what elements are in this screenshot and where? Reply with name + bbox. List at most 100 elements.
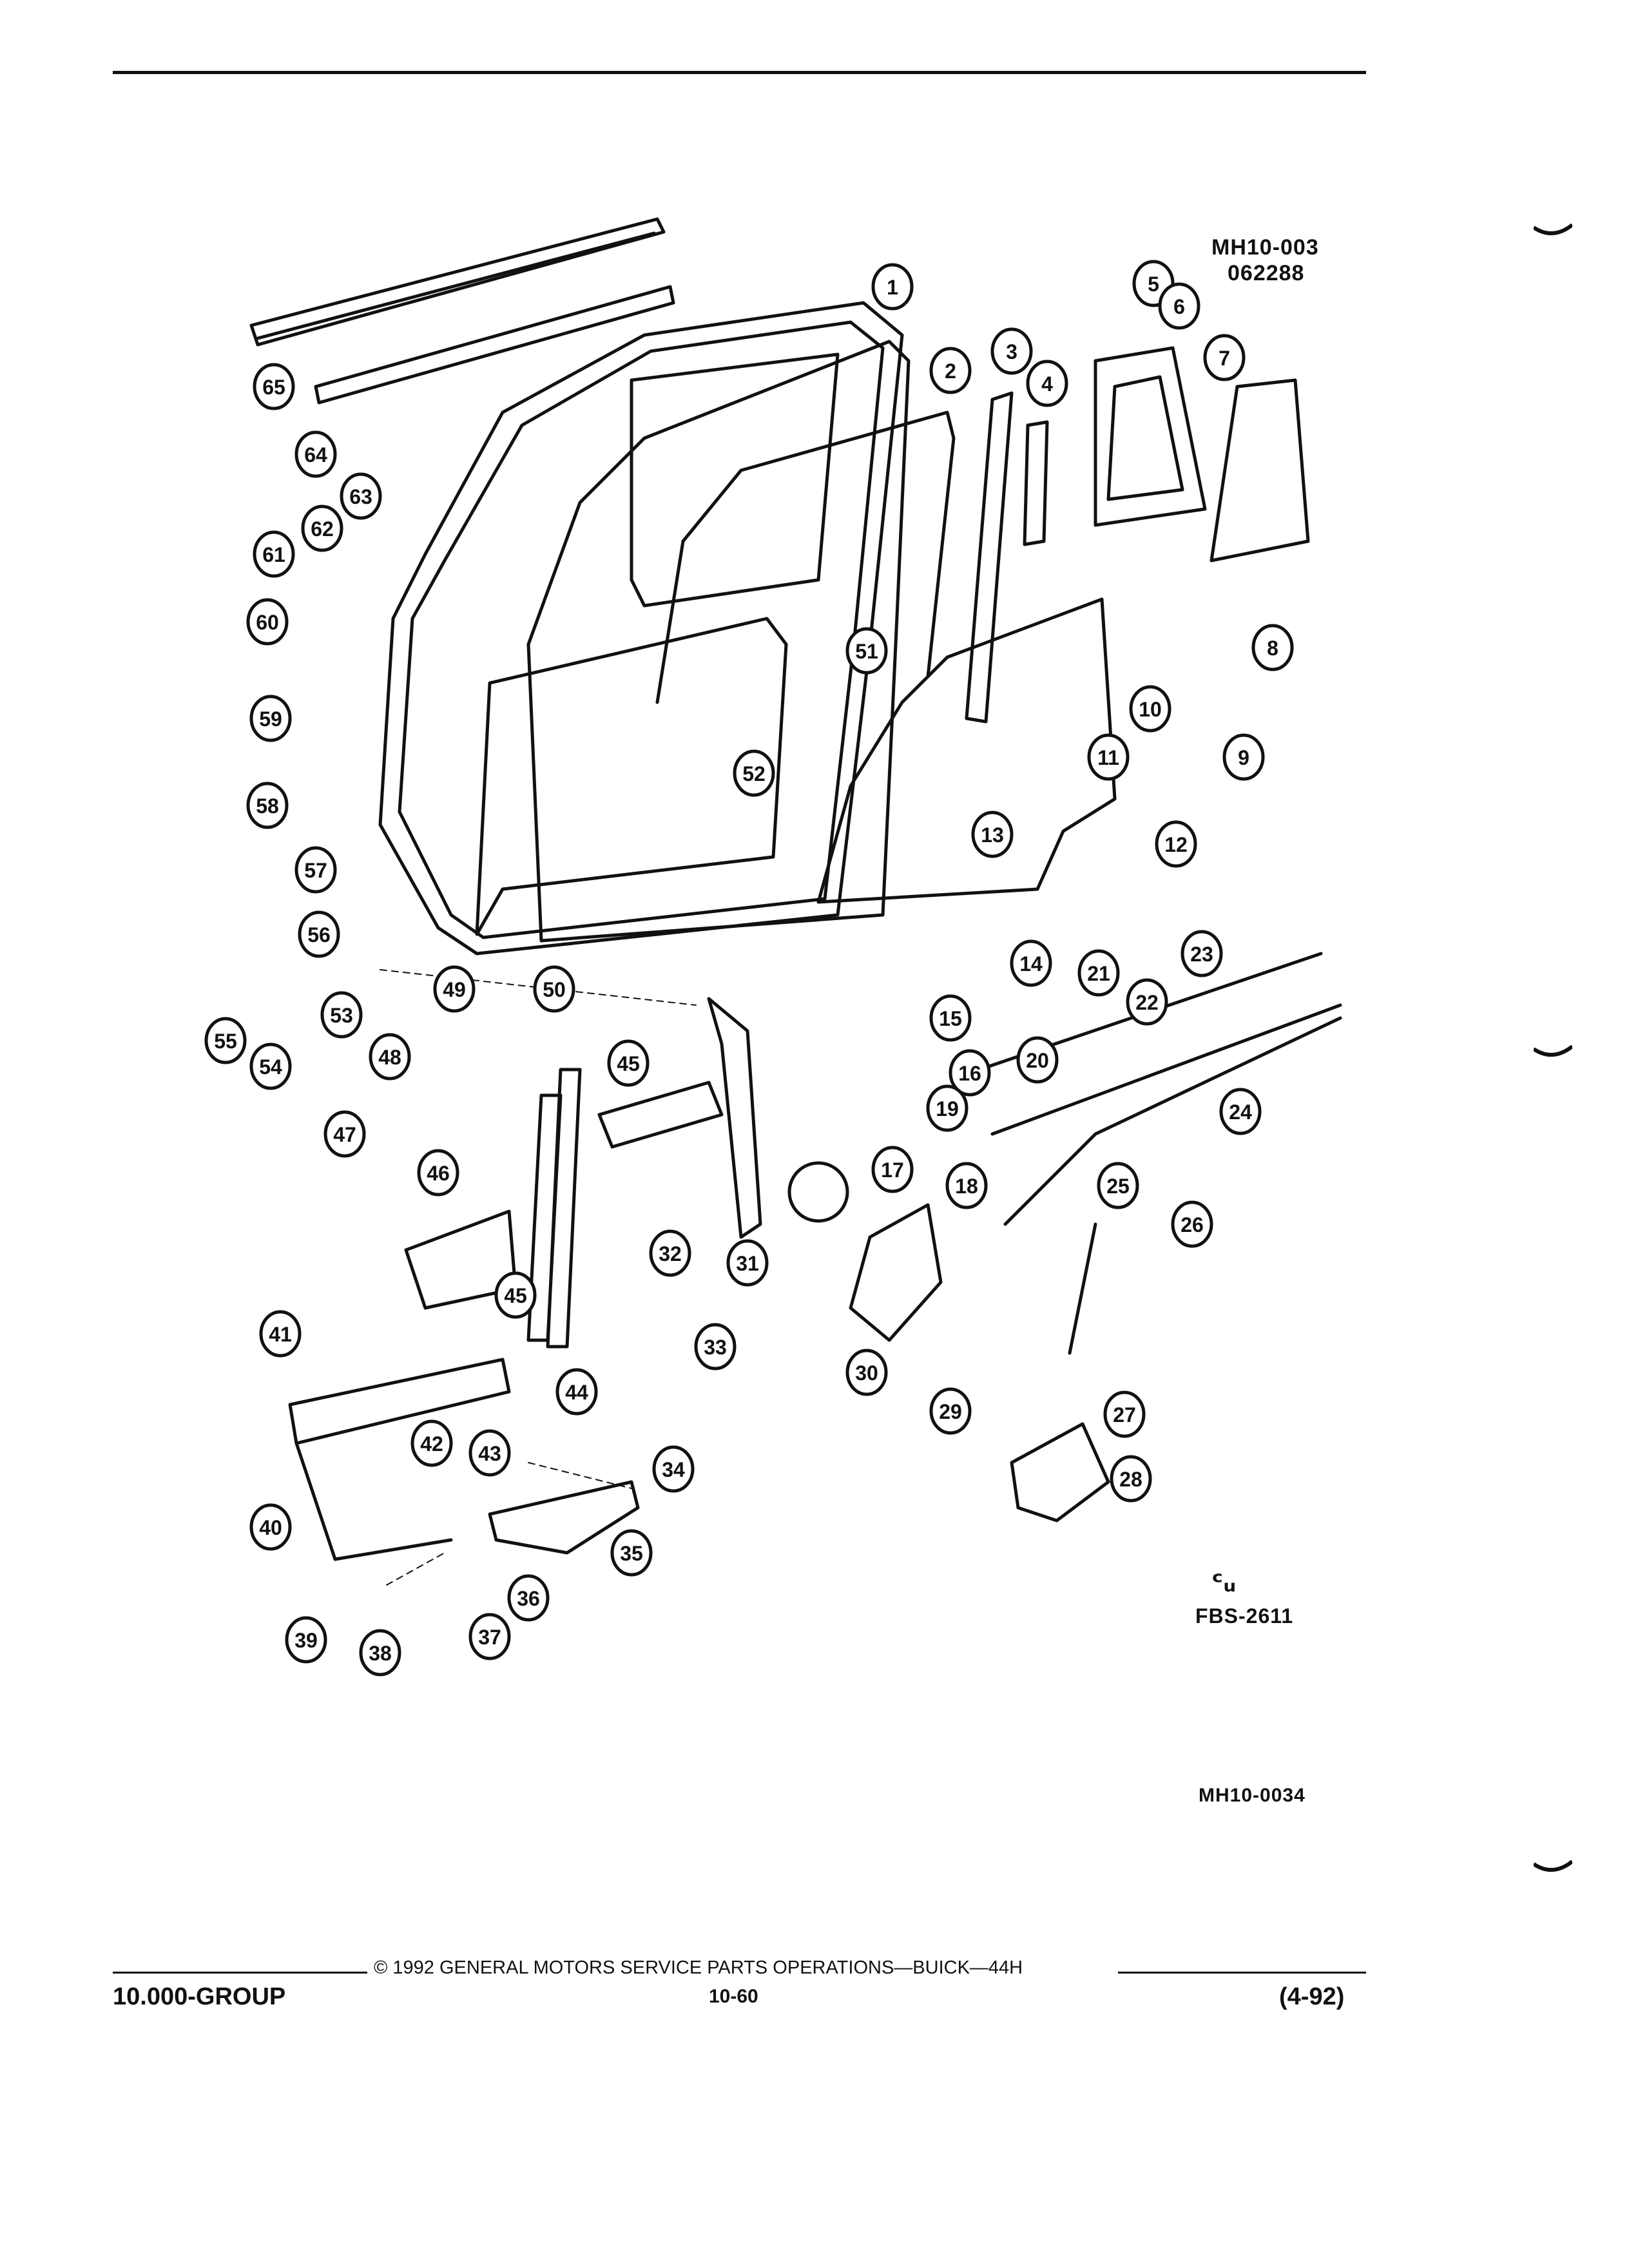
callout-56: 56 [298,910,340,958]
callout-label: 31 [736,1252,759,1275]
callout-2: 2 [929,347,972,394]
callout-label: 45 [504,1284,527,1307]
callout-30: 30 [845,1349,888,1396]
callout-label: 30 [855,1361,878,1385]
callout-51: 51 [845,627,888,675]
lock-cable [1003,1016,1342,1226]
callout-27: 27 [1103,1390,1146,1438]
callout-14: 14 [1010,939,1052,987]
callout-label: 39 [294,1629,318,1652]
callout-5: 5 [1132,260,1175,307]
callout-label: 29 [939,1400,962,1423]
callout-label: 36 [517,1587,540,1610]
callout-57: 57 [294,846,337,894]
callout-26: 26 [1171,1200,1213,1248]
callout-label: 43 [478,1442,501,1465]
callout-10: 10 [1129,685,1171,733]
callout-33: 33 [694,1323,737,1370]
door-frame [378,301,904,956]
callout-65: 65 [253,363,295,410]
callout-48: 48 [369,1033,411,1081]
callout-label: 45 [617,1052,640,1075]
callout-62: 62 [301,505,343,552]
callout-40: 40 [249,1503,292,1551]
callout-41: 41 [259,1310,302,1358]
callout-label: 41 [269,1323,292,1346]
callout-60: 60 [246,598,289,646]
callout-label: 64 [304,443,327,466]
callout-label: 24 [1229,1100,1252,1124]
vent-glass [1210,378,1310,562]
callout-61: 61 [253,530,295,578]
callout-label: 55 [214,1030,237,1053]
callout-label: 47 [333,1123,356,1146]
callout-3: 3 [990,327,1033,375]
callout-label: 21 [1087,962,1110,985]
inside-handle [488,1480,640,1555]
logo-code: FBS-2611 [1195,1604,1294,1628]
callout-label: 59 [259,707,282,731]
callout-label: 19 [936,1097,959,1120]
callout-label: 26 [1181,1213,1204,1236]
callout-label: 44 [565,1381,588,1404]
group-label: 10.000-GROUP [113,1983,286,2010]
callout-45: 45 [494,1271,537,1319]
cu-logo-mark: ᶜᵤ [1211,1566,1237,1599]
callout-label: 1 [887,276,898,299]
callout-35: 35 [610,1529,653,1577]
figure-code: MH10-0034 [1199,1785,1306,1806]
callout-label: 42 [420,1432,443,1456]
callout-58: 58 [246,782,289,829]
callout-label: 58 [256,794,279,818]
callout-label: 37 [478,1626,501,1649]
callout-label: 20 [1026,1049,1049,1072]
callout-29: 29 [929,1387,972,1435]
callout-label: 49 [443,978,466,1001]
page-number: 10-60 [709,1986,758,2007]
callout-label: 14 [1019,952,1043,975]
callout-12: 12 [1155,820,1197,868]
callout-23: 23 [1181,930,1223,977]
copyright-line: © 1992 GENERAL MOTORS SERVICE PARTS OPER… [374,1957,1023,1978]
callout-38: 38 [359,1629,401,1677]
callout-32: 32 [649,1229,691,1277]
callout-label: 7 [1219,347,1230,370]
callout-label: 46 [427,1162,450,1185]
callout-label: 34 [662,1458,685,1481]
door-weatherstrip [526,340,956,943]
upper-channel-rail [249,217,666,347]
exploded-door-parts-diagram: 1234567891011121314151617181920212223242… [204,217,1342,1677]
reference-code: MH10-003 [1211,235,1319,260]
callout-label: 8 [1267,637,1278,660]
callout-11: 11 [1087,733,1130,781]
callout-64: 64 [294,430,337,478]
callout-label: 2 [945,360,956,383]
callout-label: 51 [855,640,878,663]
callout-label: 57 [304,859,327,882]
callout-9: 9 [1222,733,1265,781]
callout-16: 16 [949,1049,991,1097]
callout-label: 63 [349,485,372,508]
scan-mark [1534,223,1572,236]
callout-label: 6 [1173,295,1185,318]
scan-mark [1534,1860,1572,1872]
callout-label: 65 [262,376,285,399]
callout-label: 48 [378,1046,401,1069]
regulator-gear [787,1161,849,1223]
callout-label: 25 [1106,1175,1130,1198]
callout-label: 54 [259,1055,282,1079]
regulator-sector-gear [597,1081,724,1149]
callout-53: 53 [320,991,363,1039]
callout-63: 63 [340,472,382,520]
window-regulator-track [526,1068,582,1349]
window-regulator-arm [707,997,762,1239]
callout-label: 10 [1139,698,1162,721]
reference-date: 062288 [1228,261,1305,285]
latch-rod [1068,1222,1097,1355]
vent-frame [1094,346,1207,527]
callout-55: 55 [204,1017,247,1064]
callout-label: 13 [981,823,1004,847]
power-window-motor [849,1203,943,1342]
door-trim-corner [288,1358,511,1561]
footer-rule-left [113,1972,367,1974]
